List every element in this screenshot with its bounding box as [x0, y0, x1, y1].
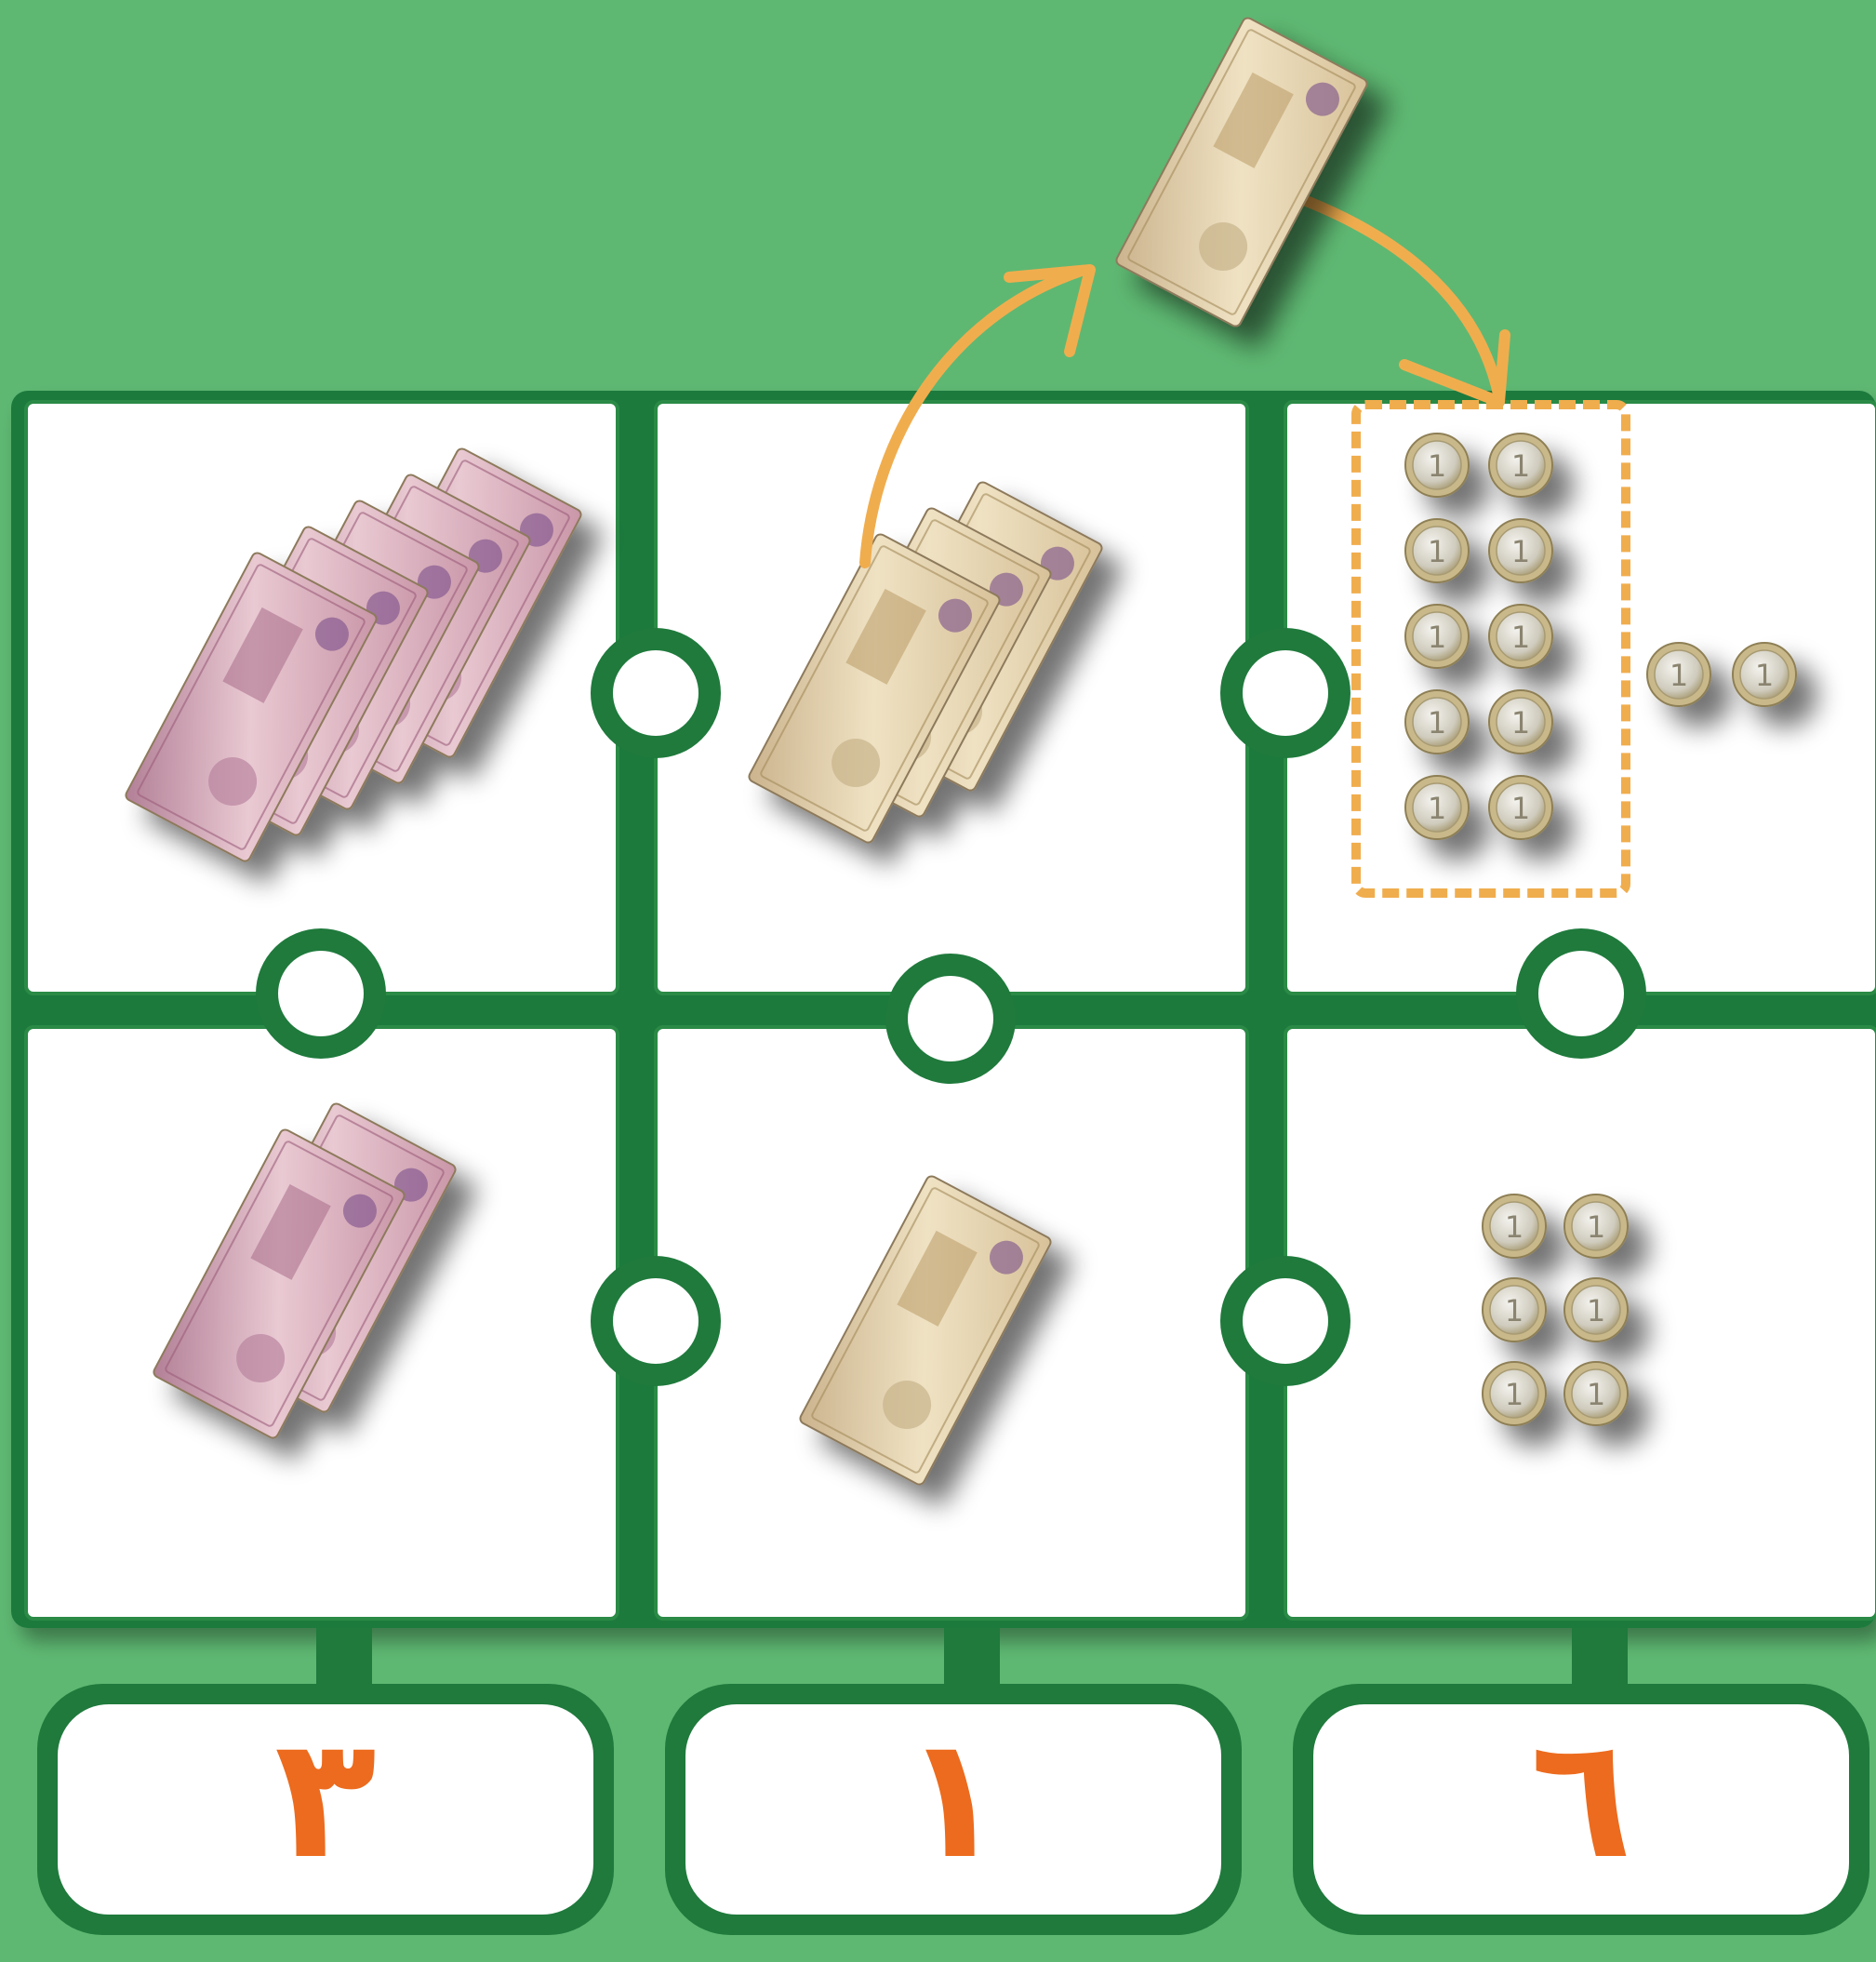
coin-label: 1: [1670, 658, 1688, 693]
coin-label: 1: [1428, 448, 1446, 484]
piece-ones-top: [1285, 402, 1876, 994]
puzzle-knob: [1243, 650, 1328, 736]
coin-label: 1: [1428, 791, 1446, 826]
coin-1-riyal: 1: [1405, 434, 1469, 497]
coin-1-riyal: 1: [1489, 690, 1552, 754]
coin-label: 1: [1505, 1209, 1523, 1245]
exchanged-note-shadow: [1114, 16, 1368, 327]
coin-label: 1: [1511, 620, 1530, 655]
coin-label: 1: [1505, 1377, 1523, 1412]
coin-label: 1: [1428, 534, 1446, 569]
coin-label: 1: [1511, 705, 1530, 741]
coin-label: 1: [1428, 705, 1446, 741]
digit-box-hundreds: ٣: [37, 1628, 614, 1935]
puzzle-knob: [1538, 951, 1624, 1036]
coin-label: 1: [1428, 620, 1446, 655]
coin-label: 1: [1587, 1209, 1605, 1245]
coin-1-riyal: 1: [1405, 519, 1469, 582]
coin-label: 1: [1587, 1293, 1605, 1328]
coin-1-riyal: 1: [1564, 1278, 1628, 1341]
coin-1-riyal: 1: [1647, 643, 1710, 706]
exchanged-note-100: [1114, 16, 1368, 327]
coin-1-riyal: 1: [1483, 1362, 1546, 1425]
digit-ones: ٦: [1530, 1702, 1632, 1896]
puzzle-knob: [613, 1278, 699, 1364]
coin-1-riyal: 1: [1483, 1195, 1546, 1258]
arrow-down-to-coins: [1265, 186, 1499, 398]
puzzle-knob: [908, 976, 993, 1061]
digit-hundreds: ٣: [274, 1702, 377, 1896]
puzzle-knob: [278, 951, 364, 1036]
coin-label: 1: [1755, 658, 1774, 693]
coin-1-riyal: 1: [1489, 519, 1552, 582]
coin-label: 1: [1505, 1293, 1523, 1328]
exchanged-note: [1114, 16, 1368, 327]
coin-label: 1: [1511, 448, 1530, 484]
coin-1-riyal: 1: [1564, 1195, 1628, 1258]
puzzle-knob: [613, 650, 699, 736]
coin-1-riyal: 1: [1483, 1278, 1546, 1341]
digit-boxes: ٣ ١ ٦: [37, 1628, 1869, 1935]
digit-tens: ١: [902, 1702, 1005, 1896]
digit-box-tens: ١: [665, 1628, 1242, 1935]
coin-1-riyal: 1: [1405, 776, 1469, 839]
coin-1-riyal: 1: [1405, 605, 1469, 668]
coin-label: 1: [1587, 1377, 1605, 1412]
coin-1-riyal: 1: [1489, 776, 1552, 839]
coin-1-riyal: 1: [1489, 605, 1552, 668]
digit-box-ones: ٦: [1293, 1628, 1869, 1935]
coin-1-riyal: 1: [1489, 434, 1552, 497]
coin-label: 1: [1511, 534, 1530, 569]
puzzle-knob: [1243, 1278, 1328, 1364]
coin-1-riyal: 1: [1564, 1362, 1628, 1425]
coin-label: 1: [1511, 791, 1530, 826]
coin-1-riyal: 1: [1405, 690, 1469, 754]
coin-1-riyal: 1: [1733, 643, 1796, 706]
